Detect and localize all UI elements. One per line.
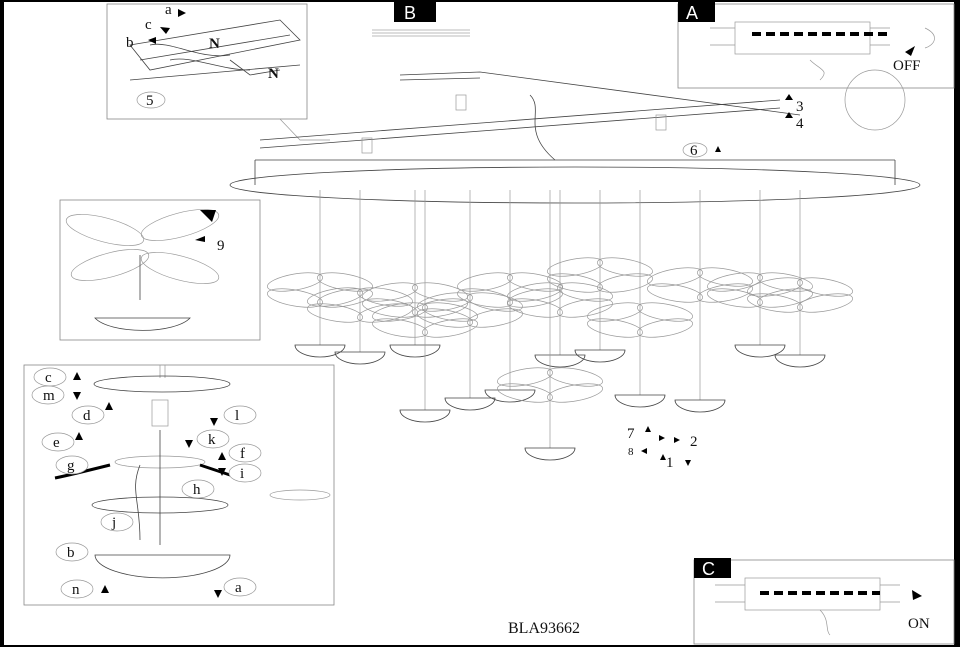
- panel-a-label: A: [686, 3, 698, 23]
- svg-text:N: N: [209, 36, 220, 52]
- panel-b-label: B: [404, 3, 416, 23]
- pendant: [747, 190, 853, 368]
- label-g: g: [67, 458, 75, 474]
- panel-a-switch-off: A OFF: [677, 2, 955, 89]
- pendant: [267, 190, 373, 358]
- pendant: [507, 190, 613, 368]
- label-m: m: [43, 388, 55, 404]
- label-bubble: [223, 577, 257, 597]
- label-n: n: [72, 582, 80, 598]
- label-bubble: [196, 429, 230, 449]
- pendant: [647, 190, 753, 413]
- label-j: j: [111, 515, 116, 531]
- panel-c-switch-on: C ON: [693, 558, 955, 645]
- label-bubble: [100, 512, 134, 532]
- ceiling-canopy: 3 4 6: [229, 69, 921, 204]
- label-bubble: [223, 405, 257, 425]
- panel-b-tag: [394, 2, 436, 22]
- label-k: k: [208, 432, 216, 448]
- label-bubble: [228, 443, 262, 463]
- label-c: c: [45, 370, 52, 386]
- pendant-steps: 7 8 2 1: [627, 426, 698, 471]
- label-a: a: [235, 580, 242, 596]
- pendant: [707, 190, 813, 358]
- label-b: b: [126, 35, 134, 51]
- panel-c-label: C: [702, 559, 715, 579]
- label-bubble: [55, 455, 89, 475]
- step-5: 5: [146, 93, 154, 109]
- step-3: 3: [796, 99, 804, 115]
- label-c: c: [145, 17, 152, 33]
- label-h: h: [193, 482, 201, 498]
- hatch: [372, 29, 470, 37]
- step-2: 2: [690, 434, 698, 450]
- pendant: [547, 190, 653, 363]
- label-bubble: [71, 405, 105, 425]
- step-6: 6: [690, 143, 698, 159]
- pendant: [372, 190, 478, 423]
- svg-text:N: N: [268, 66, 279, 82]
- pendant: [587, 190, 693, 408]
- pendant: [497, 190, 603, 461]
- pendant: [417, 190, 523, 411]
- label-e: e: [53, 435, 60, 451]
- step-9: 9: [217, 238, 225, 254]
- label-bubble: [181, 479, 215, 499]
- model-code: BLA93662: [508, 620, 580, 637]
- step-8: 8: [628, 446, 634, 458]
- label-i: i: [240, 466, 244, 482]
- detail-panel-flower: 9: [59, 199, 261, 341]
- label-bubble: [60, 579, 94, 599]
- pendant: [307, 190, 413, 365]
- step-4: 4: [796, 116, 804, 132]
- label-a: a: [165, 2, 172, 18]
- label-bubble: [41, 432, 75, 452]
- detail-panel-exploded: cm d l e k f g i h j b n a: [23, 364, 335, 606]
- switch-state-off: OFF: [893, 58, 921, 74]
- pendant-cluster: [267, 190, 853, 461]
- label-f: f: [240, 446, 245, 462]
- step-7: 7: [627, 426, 635, 442]
- label-l: l: [235, 408, 239, 424]
- label-d: d: [83, 408, 91, 424]
- step-1: 1: [666, 455, 674, 471]
- pendant: [362, 190, 468, 358]
- label-bubble: [55, 542, 89, 562]
- switch-state-on: ON: [908, 616, 930, 632]
- detail-panel-mounting: a c b N N 5: [106, 2, 330, 141]
- label-b: b: [67, 545, 75, 561]
- label-bubble: [228, 463, 262, 483]
- label-bubble: [31, 385, 65, 405]
